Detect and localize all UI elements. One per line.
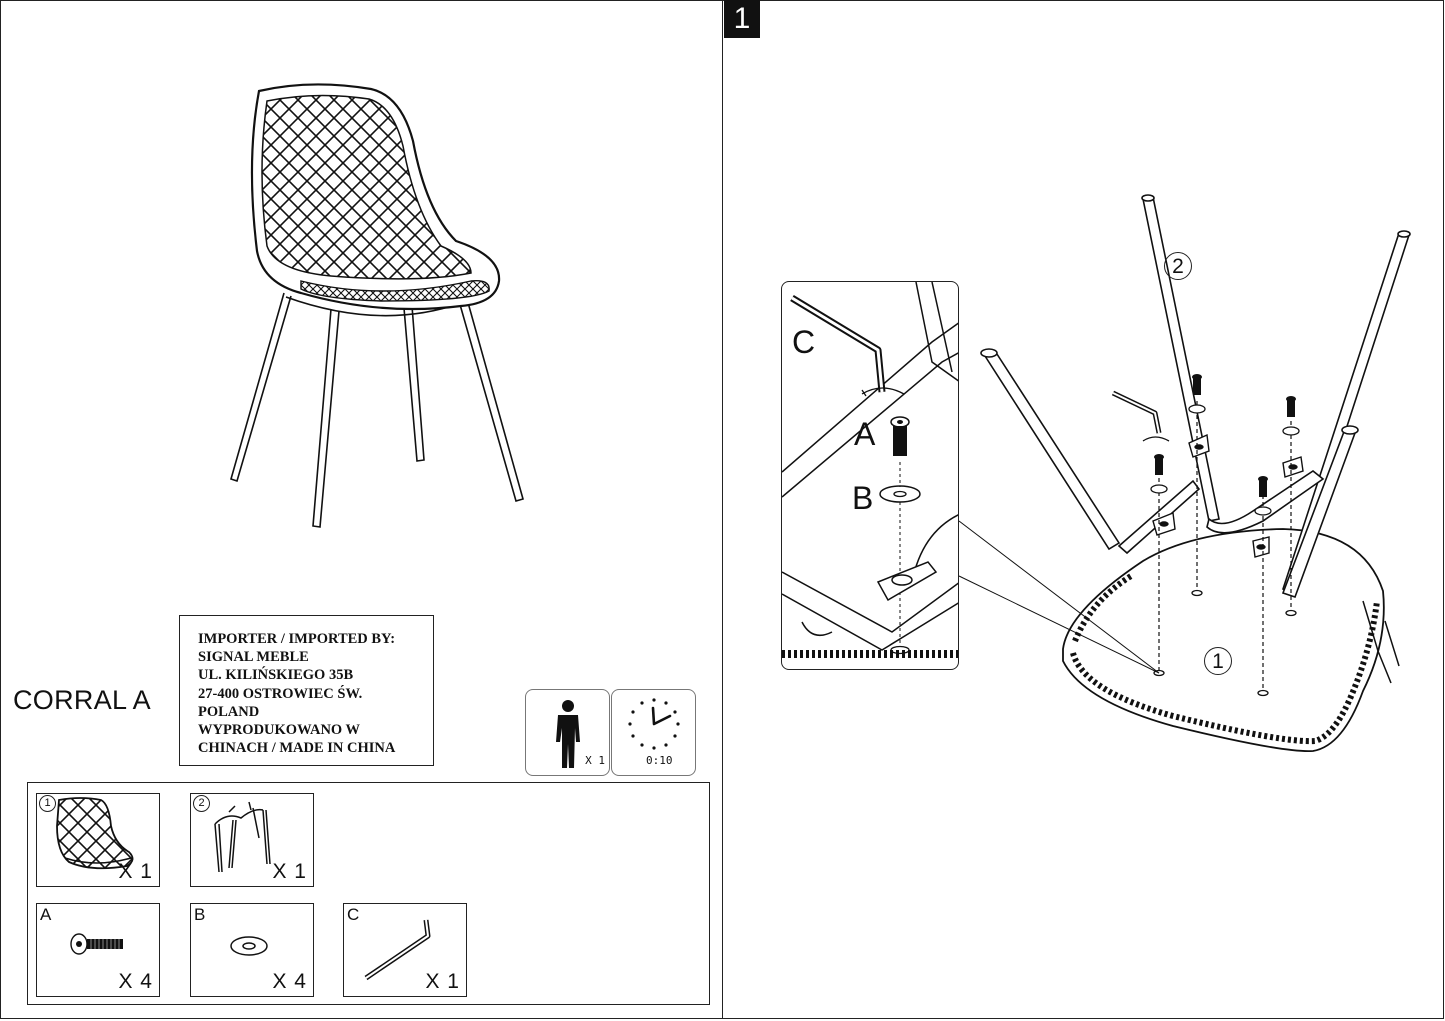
part-quantity: X 1 [425,970,460,993]
importer-line: SIGNAL MEBLE [198,649,309,666]
allen-key-icon [364,919,431,981]
detail-drawing [782,282,958,658]
part-quantity: X 4 [118,970,153,993]
detail-label-c: C [792,324,816,360]
chair-illustration [230,83,524,528]
time-tile: 0:10 [611,689,696,776]
part-quantity: X 1 [118,860,153,883]
part-letter: A [40,905,52,924]
part-2-leg-frame: 2 X 1 [190,793,314,887]
importer-line: WYPRODUKOWANO W [198,722,361,739]
part-a-bolt: A X 4 [36,903,160,997]
product-name: CORRAL A [13,685,151,715]
seat-shell-icon [56,797,134,870]
part-number: 1 [39,795,56,812]
person-icon [556,700,580,768]
right-page: C A B 2 1 [722,0,1444,1019]
importer-line: POLAND [198,703,260,720]
assembly-time: 0:10 [646,754,673,767]
importer-line: UL. KILIŃSKIEGO 35B [198,667,354,684]
importer-line: IMPORTER / IMPORTED BY: [198,631,396,647]
callout-part-1: 1 [1204,647,1232,675]
part-quantity: X 4 [272,970,307,993]
step-number-badge: 1 [724,0,760,38]
persons-tile: X 1 [525,689,610,776]
assembly-diagram [958,194,1411,753]
persons-count: X 1 [585,754,605,767]
clock-icon [628,698,680,750]
detail-inset: C A B [781,281,959,670]
callout-part-2: 2 [1164,252,1192,280]
part-b-washer: B X 4 [190,903,314,997]
left-page: CORRAL A IMPORTER / IMPORTED BY: SIGNAL … [0,0,724,1019]
part-number: 2 [193,795,210,812]
detail-label-b: B [852,480,874,516]
part-letter: B [194,905,206,924]
importer-line: CHINACH / MADE IN CHINA [198,740,396,757]
importer-box: IMPORTER / IMPORTED BY: SIGNAL MEBLE UL.… [179,615,434,766]
detail-label-a: A [854,416,876,452]
parts-list: 1 X 1 2 X 1 A [27,782,710,1005]
part-c-allen-key: C X 1 [343,903,467,997]
leg-frame-icon [214,801,271,873]
washer-icon [230,936,268,956]
part-letter: C [347,905,360,924]
importer-line: 27-400 OSTROWIEC ŚW. [198,685,363,702]
bolt-icon [70,933,123,955]
part-1-seat-shell: 1 X 1 [36,793,160,887]
part-quantity: X 1 [272,860,307,883]
